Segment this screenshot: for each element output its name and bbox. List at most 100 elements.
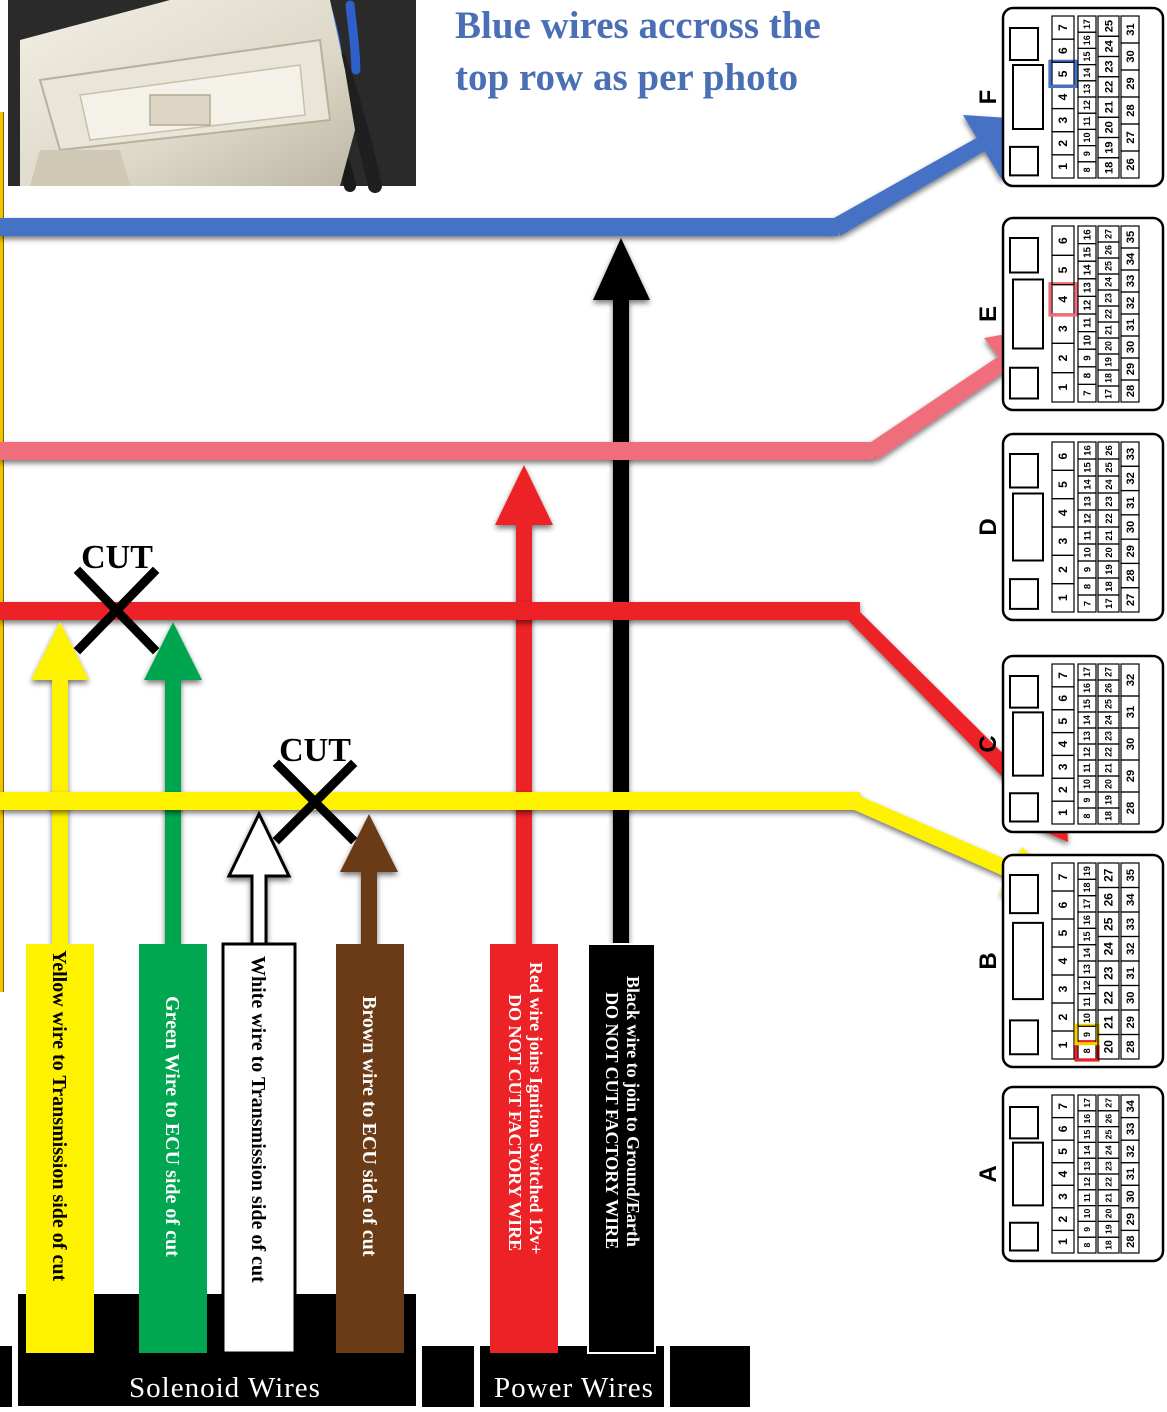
pin-number: 6 — [1056, 237, 1070, 244]
pin-number: 26 — [1125, 158, 1137, 170]
pin-number: 6 — [1056, 453, 1070, 460]
pin-number: 33 — [1125, 275, 1137, 287]
pin-number: 35 — [1125, 869, 1137, 881]
pin-number: 32 — [1125, 943, 1137, 955]
pin-number: 23 — [1104, 293, 1114, 303]
pin-number: 20 — [1102, 1040, 1116, 1054]
pin-cell — [1097, 1094, 1120, 1112]
pin-number: 7 — [1056, 873, 1070, 880]
yellow-wire-arrowhead — [31, 622, 89, 680]
red-label-box — [490, 944, 558, 1353]
connector-latch-top — [1009, 453, 1039, 489]
pin-cell — [1097, 862, 1120, 889]
pin-number: 16 — [1081, 445, 1092, 455]
pin-number: 15 — [1082, 246, 1093, 257]
pin-cell — [1120, 862, 1140, 889]
connector-latch-top — [1009, 237, 1039, 274]
blue-wire-bend — [834, 136, 986, 236]
pin-number: 5 — [1056, 929, 1070, 936]
pin-number: 12 — [1082, 747, 1092, 757]
red-wire-arrowhead — [495, 465, 553, 525]
connector-latch-mid — [1012, 921, 1044, 1001]
connector-label-a: A — [975, 1165, 1002, 1182]
pin-number: 6 — [1056, 1125, 1070, 1132]
pin-number: 8 — [1082, 1243, 1092, 1248]
pin-number: 6 — [1056, 695, 1070, 702]
pin-number: 18 — [1103, 581, 1114, 591]
pin-number: 25 — [1104, 261, 1114, 271]
pin-number: 9 — [1082, 797, 1092, 802]
pin-number: 15 — [1082, 52, 1092, 62]
pin-number: 20 — [1103, 547, 1114, 557]
pin-number: 24 — [1104, 1145, 1114, 1155]
yellow-wire-trunk — [0, 792, 860, 810]
pin-number: 10 — [1082, 1013, 1092, 1023]
pin-number: 21 — [1102, 1015, 1116, 1029]
pin-cell — [1051, 15, 1075, 40]
pin-cell — [1097, 441, 1120, 460]
pin-number: 2 — [1056, 566, 1070, 573]
pin-number: 25 — [1104, 1130, 1114, 1140]
pin-number: 33 — [1125, 1123, 1137, 1135]
pin-number: 1 — [1056, 594, 1070, 601]
pin-number: 30 — [1125, 992, 1137, 1004]
pin-cell — [1077, 663, 1097, 681]
pin-number: 18 — [1104, 373, 1114, 383]
brown-wire-arrowhead — [340, 814, 398, 872]
blue-wire-trunk — [0, 218, 838, 236]
pin-number: 5 — [1056, 266, 1070, 273]
pin-number: 15 — [1082, 1130, 1092, 1140]
pin-number: 5 — [1056, 70, 1070, 77]
pin-number: 2 — [1056, 140, 1070, 147]
pin-number: 27 — [1125, 131, 1137, 143]
pin-number: 20 — [1104, 341, 1114, 351]
pin-number: 11 — [1082, 117, 1092, 126]
pin-number: 3 — [1056, 1193, 1070, 1200]
connector-latch-bottom — [1009, 578, 1039, 610]
pin-number: 26 — [1103, 445, 1114, 455]
pin-number: 13 — [1081, 496, 1092, 506]
pin-number: 19 — [1104, 357, 1114, 367]
pin-number: 33 — [1125, 448, 1137, 460]
pin-cell — [1051, 441, 1075, 471]
pin-cell — [1077, 1094, 1097, 1112]
pin-cell — [1120, 15, 1140, 44]
pin-number: 32 — [1125, 1145, 1137, 1157]
pin-number: 34 — [1125, 893, 1137, 906]
green-wire-label: Green Wire to ECU side of cut — [161, 996, 183, 1257]
connector-latch-mid — [1012, 492, 1044, 562]
power-group-label: Power Wires — [494, 1372, 654, 1404]
pin-number: 10 — [1081, 547, 1092, 557]
connector-e: E123456789101112131415161718192021222324… — [975, 216, 1165, 412]
pin-number: 4 — [1056, 740, 1070, 747]
pin-number: 25 — [1103, 20, 1115, 32]
yellow-wire-bend — [850, 794, 1030, 885]
pin-number: 29 — [1125, 1016, 1137, 1028]
pin-number: 34 — [1125, 1099, 1137, 1112]
connector-latch-top — [1009, 874, 1039, 915]
pin-number: 15 — [1082, 699, 1092, 709]
cut-label-left: CUT — [81, 539, 153, 576]
brown-wire-label: Brown wire to ECU side of cut — [358, 996, 380, 1257]
pin-number: 27 — [1104, 667, 1114, 677]
pin-highlight — [1048, 282, 1078, 317]
pin-number: 28 — [1125, 569, 1137, 581]
pin-number: 8 — [1082, 813, 1092, 818]
white-wire-label: White wire to Transmission side of cut — [247, 956, 269, 1283]
power-group-bar — [480, 1346, 664, 1407]
pin-number: 5 — [1056, 481, 1070, 488]
pin-number: 21 — [1104, 763, 1114, 773]
yellow-wire-label: Yellow wire to Transmission side of cut — [48, 950, 70, 1281]
connector-latch-top — [1009, 675, 1039, 709]
pin-cell — [1051, 1094, 1075, 1119]
white-label-box — [221, 942, 297, 1355]
pin-number: 1 — [1056, 384, 1070, 391]
pin-number: 22 — [1103, 81, 1115, 93]
red-wire-stem — [516, 522, 532, 946]
pin-number: 22 — [1102, 991, 1116, 1005]
pin-number: 22 — [1103, 513, 1114, 523]
connector-photo — [8, 0, 416, 193]
red-wire-trunk — [0, 602, 860, 620]
pin-number: 21 — [1103, 101, 1115, 113]
pin-number: 23 — [1103, 60, 1115, 72]
